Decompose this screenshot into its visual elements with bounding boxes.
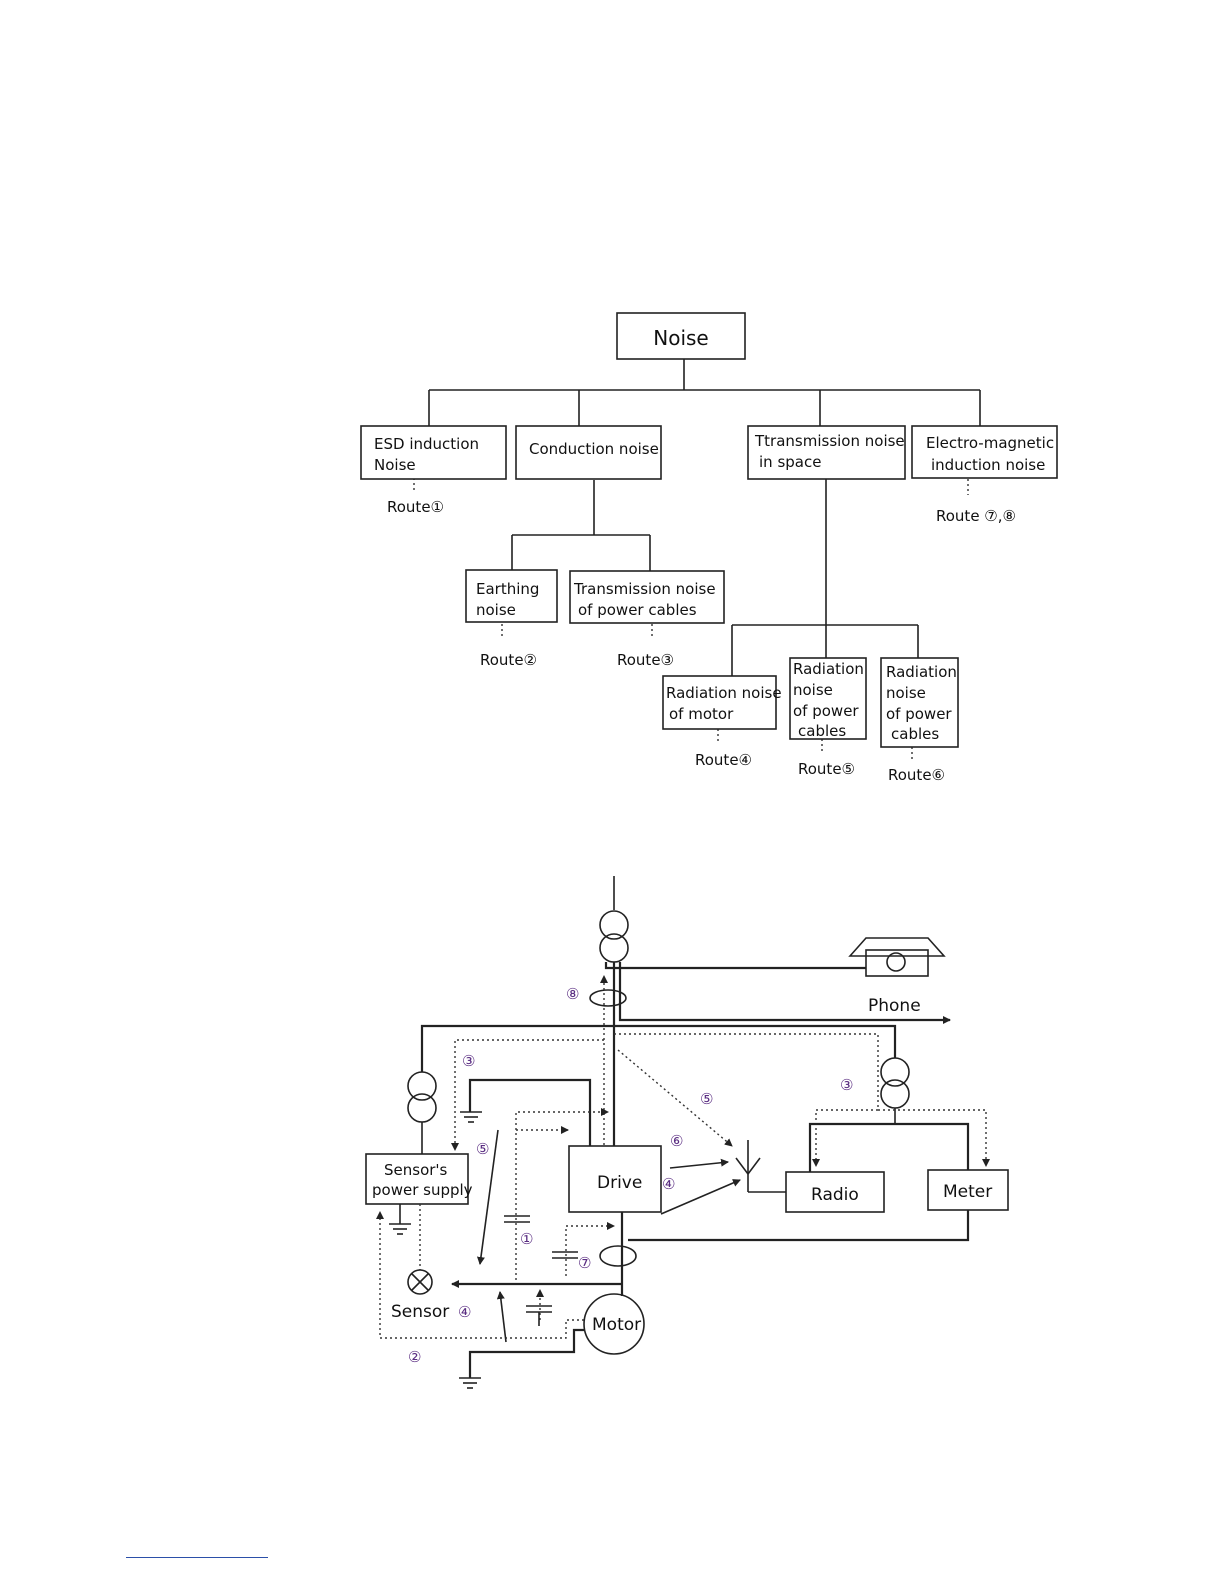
esd-label-line2: Noise [374,456,416,474]
sensor-ps-line1: Sensor's [384,1161,448,1179]
meter-transformer [880,1057,910,1124]
bus-line [420,1024,897,1072]
marker-6: ⑥ [670,1132,683,1150]
motor-earth-line [468,1328,584,1378]
node-radiation-motor: Radiation noise of motor [662,675,782,730]
coupling-loop-8 [589,989,627,1007]
sensor-ps-line2: power supply [372,1181,473,1199]
meter-box: Meter [927,1169,1009,1211]
footnote-rule [126,1557,268,1558]
rad-motor-line1: Radiation noise [666,684,782,702]
phone-label: Phone [868,996,921,1016]
capacitor-1 [504,1215,530,1223]
ground-symbol-motor [459,1377,481,1389]
ground-symbol-psu [389,1204,411,1235]
marker-3b: ③ [840,1076,853,1094]
marker-8: ⑧ [566,985,579,1003]
stray-capacitive-1 [515,1108,609,1280]
route-label-3: Route③ [617,651,674,669]
esd-label-line1: ESD induction [374,435,479,453]
route-label-4: Route④ [695,751,752,769]
rad5-line3: of power [793,702,859,720]
node-radiation-power-cables-6: Radiation noise of power cables [880,657,959,748]
earthing-line2: noise [476,601,516,619]
main-transformer [599,876,629,963]
node-conduction-noise: Conduction noise [515,425,662,480]
marker-2: ② [408,1348,421,1366]
transmission-space-line1: Ttransmission noise [754,432,905,450]
drive-ground-feed [468,1078,592,1146]
node-transmission-power-cables: Transmission noise of power cables [569,570,725,624]
root-label: Noise [653,326,708,350]
capacitor-7 [552,1251,578,1259]
noise-tree-diagram: Noise ESD induction Noise Conduction noi… [360,312,1058,784]
route-label-1: Route① [387,498,444,516]
route-label-2: Route② [480,651,537,669]
tree-connectors [413,359,981,761]
route-label-6: Route⑥ [888,766,945,784]
antenna-icon [735,1140,786,1193]
route-2-dotted [376,1211,584,1339]
marker-7: ⑦ [578,1254,591,1272]
marker-4a: ④ [662,1175,675,1193]
motor-label: Motor [592,1315,641,1335]
phone-line [604,962,866,970]
node-transmission-space: Ttransmission noise in space [747,425,906,480]
marker-4b: ④ [458,1303,471,1321]
drive-label: Drive [597,1173,642,1193]
phone-icon [848,937,946,977]
radio-meter-supply [808,1122,970,1172]
node-em-induction: Electro-magnetic induction noise [911,425,1058,479]
drive-box: Drive [568,1145,662,1213]
radiation-arrow-4 [660,1179,741,1215]
conduction-label: Conduction noise [529,440,659,458]
radio-label: Radio [811,1185,859,1205]
capacitor-bottom [526,1305,552,1326]
route-label-7-8: Route ⑦,⑧ [936,507,1016,525]
rad-motor-line2: of motor [669,705,734,723]
rad5-line2: noise [793,681,833,699]
radiation-arrow-6 [669,1158,729,1169]
em-induction-line2: induction noise [931,456,1045,474]
earthing-line1: Earthing [476,580,539,598]
radio-box: Radio [785,1171,885,1213]
rad5-line4: cables [798,722,846,740]
sensor-transformer [407,1071,437,1154]
rad6-line1: Radiation [886,663,957,681]
meter-label: Meter [943,1182,992,1202]
sensor-icon [407,1269,433,1295]
route-label-5: Route⑤ [798,760,855,778]
marker-1: ① [520,1230,533,1248]
rad6-line2: noise [886,684,926,702]
trans-power-line1: Transmission noise [573,580,716,598]
meter-return-line [628,1210,970,1242]
radiation-arrow-5 [476,1129,499,1265]
earth-arrow [496,1291,507,1343]
trans-power-line2: of power cables [578,601,697,619]
root-node: Noise [616,312,746,360]
rad6-line3: of power [886,705,952,723]
route-3-left [451,1039,604,1151]
transmission-space-line2: in space [759,453,821,471]
marker-5a: ⑤ [476,1140,489,1158]
rad6-line4: cables [891,725,939,743]
ground-symbol-top [460,1111,482,1123]
marker-5b: ⑤ [700,1090,713,1108]
sensor-power-supply-box: Sensor's power supply [365,1153,473,1205]
node-radiation-power-cables-5: Radiation noise of power cables [789,657,867,740]
route-7-dotted [565,1222,615,1276]
node-earthing-noise: Earthing noise [465,569,558,623]
em-induction-line1: Electro-magnetic [926,434,1054,452]
supply-to-phone [618,962,951,1024]
marker-3a: ③ [462,1052,475,1070]
route-3-right-meter [878,1109,990,1167]
motor-circle: Motor [583,1293,645,1355]
coupling-loop-7 [599,1245,637,1267]
node-esd-induction: ESD induction Noise [360,425,507,480]
sensor-label: Sensor [391,1302,449,1322]
rad5-line1: Radiation [793,660,864,678]
